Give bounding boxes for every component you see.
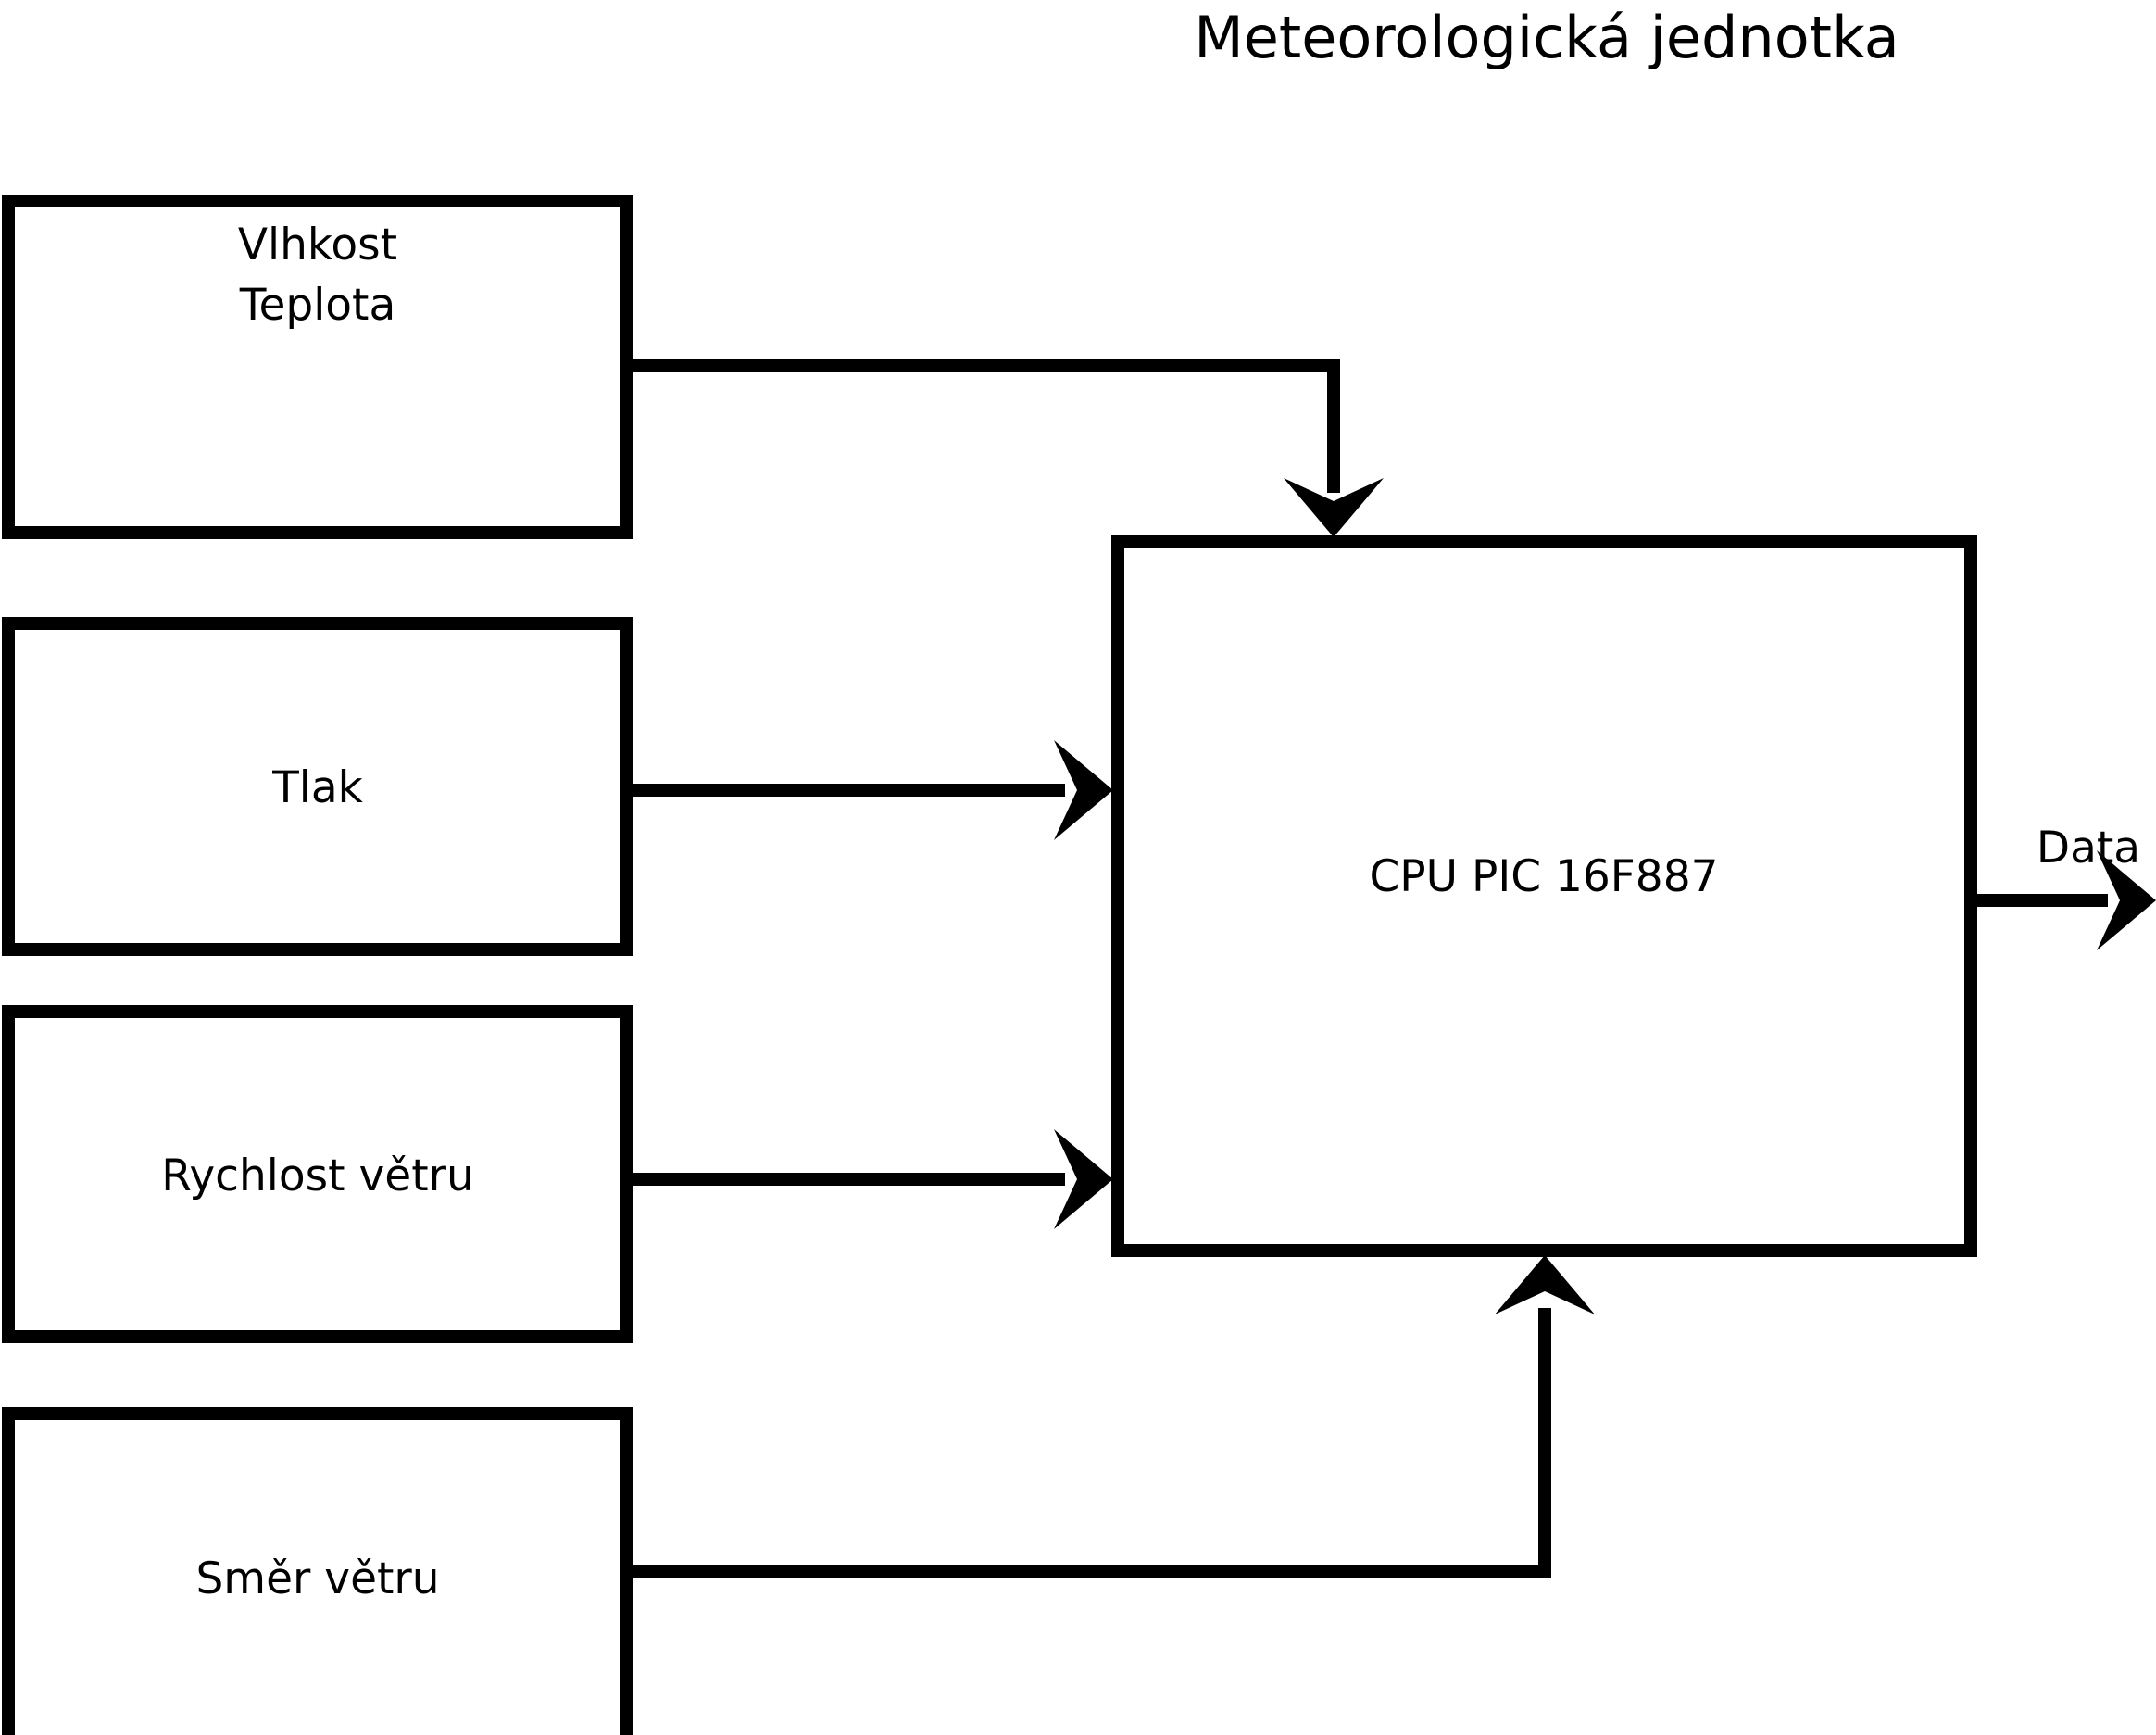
connector-wind-direction-arrowhead <box>1495 1255 1595 1314</box>
connector-wind-speed-to-cpu <box>627 1129 1113 1229</box>
connector-data-output-arrowhead <box>2097 850 2156 950</box>
block-wind-speed-label: Rychlost větru <box>161 1150 473 1201</box>
connector-wind-direction-path <box>627 1308 1551 1578</box>
block-wind-speed[interactable]: Rychlost větru <box>2 1005 633 1343</box>
connector-wind-direction-to-cpu <box>627 1255 1595 1578</box>
block-humidity-temperature[interactable]: Vlhkost Teplota <box>2 195 633 539</box>
connector-wind-speed-arrowhead <box>1054 1129 1113 1229</box>
block-humidity-temperature-rect <box>2 195 633 539</box>
connector-cpu-to-data-output: Data <box>1971 823 2156 950</box>
block-pressure-rect <box>2 617 633 956</box>
block-cpu[interactable]: CPU PIC 16F887 <box>1111 535 1977 1257</box>
connector-pressure-to-cpu <box>627 740 1113 840</box>
connector-humidity-temperature-to-cpu <box>627 359 1384 537</box>
block-wind-direction-label: Směr větru <box>195 1553 439 1604</box>
connector-pressure-arrowhead <box>1054 740 1113 840</box>
block-pressure[interactable]: Tlak <box>2 617 633 956</box>
block-cpu-label: CPU PIC 16F887 <box>1369 851 1718 902</box>
page-title: Meteorologická jednotka <box>1194 4 1899 71</box>
block-wind-speed-rect <box>2 1005 633 1343</box>
edge-label-data: Data <box>2037 823 2140 874</box>
connector-humidity-temperature-arrowhead <box>1284 478 1384 537</box>
block-cpu-rect <box>1111 535 1977 1257</box>
block-wind-direction[interactable]: Směr větru <box>2 1407 633 1735</box>
block-humidity-temperature-label-line1: Vlhkost <box>238 220 397 270</box>
block-pressure-label: Tlak <box>271 762 364 813</box>
block-humidity-temperature-label-line2: Teplota <box>239 280 396 331</box>
connector-humidity-temperature-path <box>627 359 1340 493</box>
